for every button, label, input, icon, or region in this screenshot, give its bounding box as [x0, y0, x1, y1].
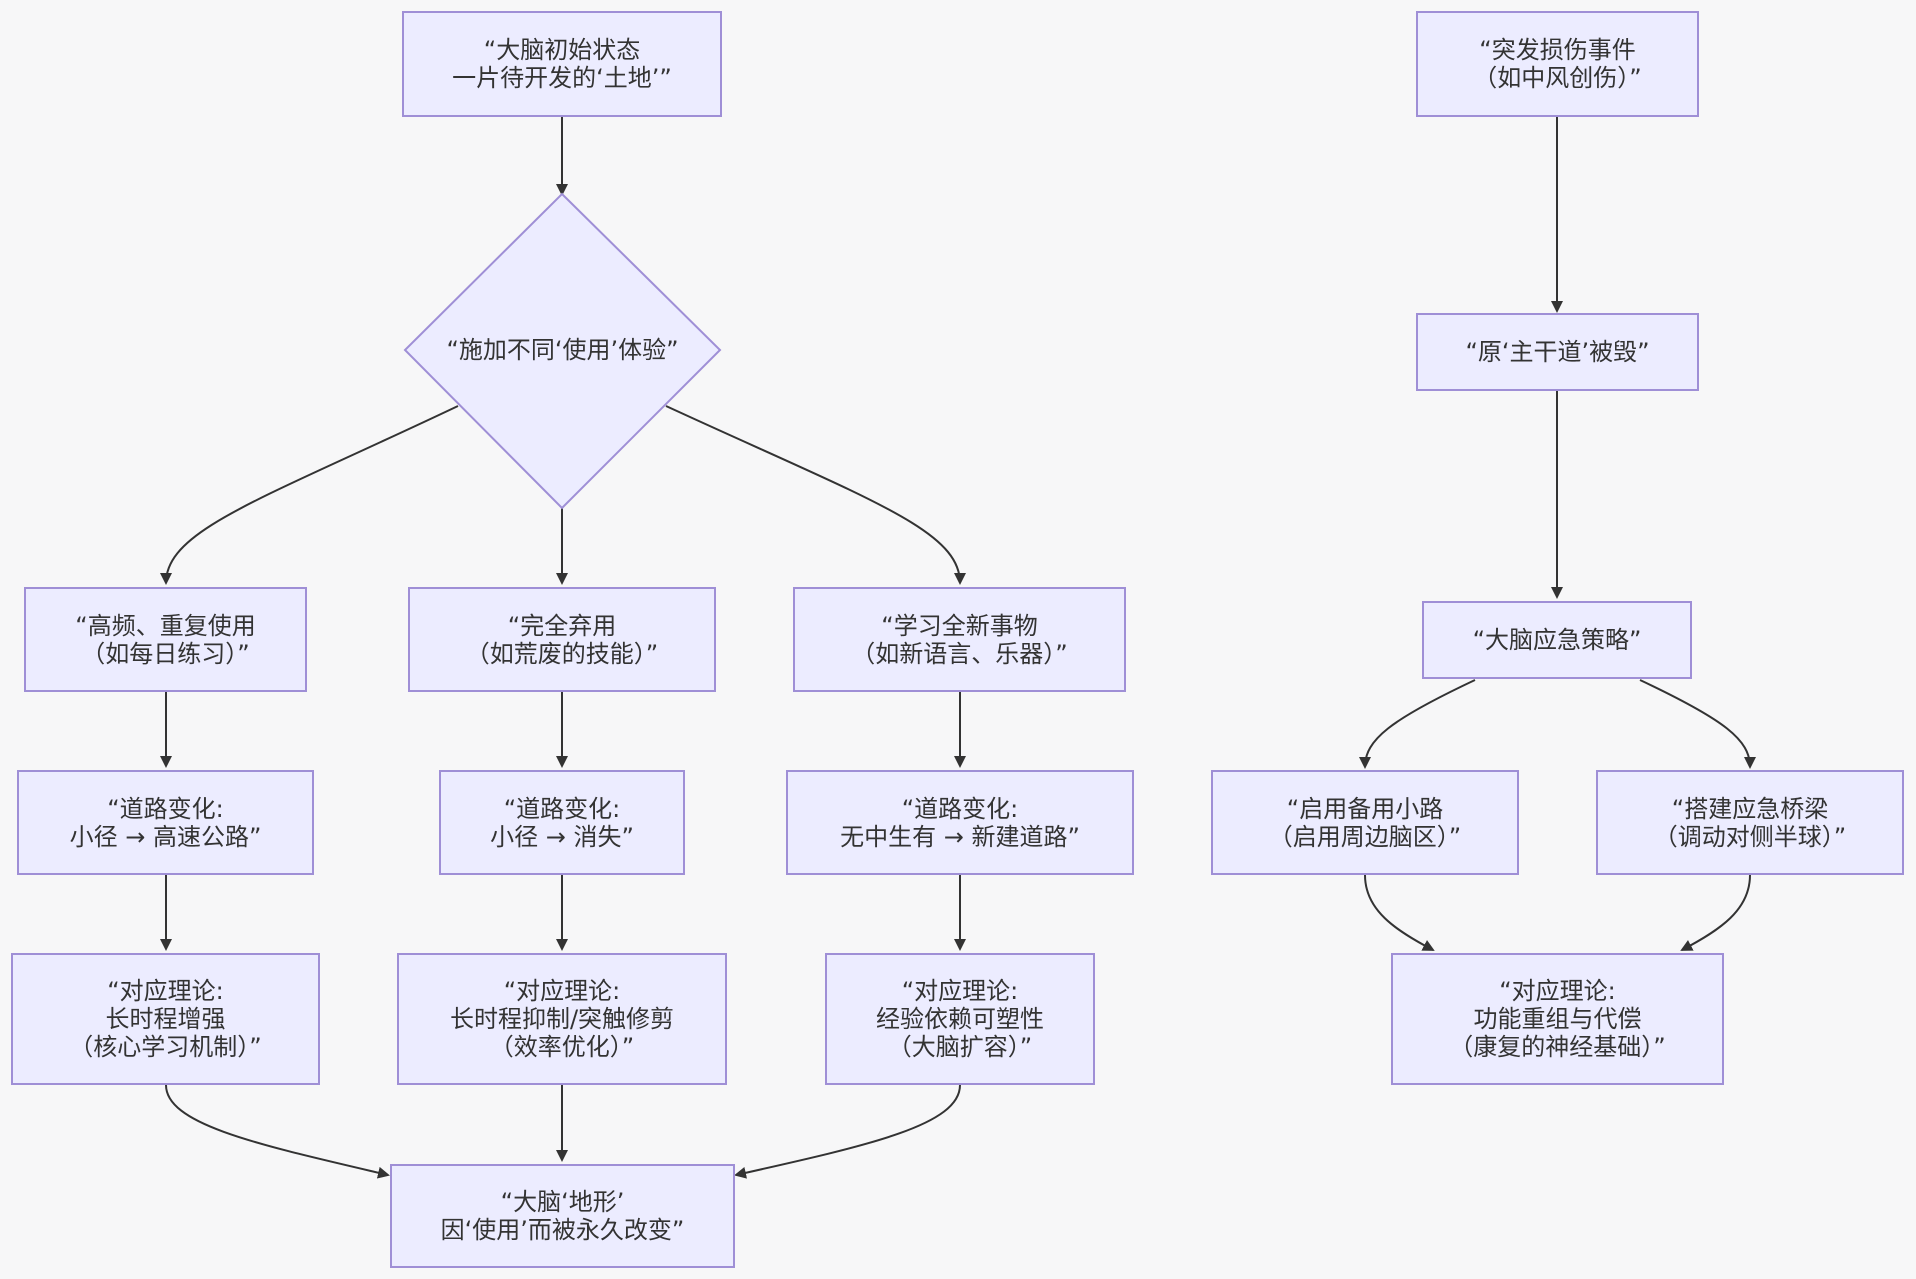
node-injury-event: “突发损伤事件 （如中风创伤）” — [1416, 11, 1699, 117]
node-theory-reorganization: “对应理论: 功能重组与代偿 （康复的神经基础）” — [1391, 953, 1724, 1085]
node-theory-experience: “对应理论: 经验依赖可塑性 （大脑扩容）” — [825, 953, 1095, 1085]
node-text: 长时程抑制/突触修剪 — [449, 1005, 675, 1033]
node-text: “原‘主干道’被毁” — [1465, 338, 1650, 366]
node-text: 长时程增强 — [105, 1005, 226, 1033]
node-text: （启用周边脑区）” — [1268, 822, 1462, 851]
node-text: “学习全新事物 — [881, 611, 1038, 640]
decision-diamond — [403, 192, 722, 510]
node-text: “对应理论: — [1499, 977, 1616, 1005]
edge-emergency-backup — [1359, 679, 1476, 769]
node-text: （核心学习机制）” — [69, 1033, 262, 1061]
node-text: （康复的神经基础）” — [1449, 1033, 1666, 1061]
node-emergency-bridge: “搭建应急桥梁 （调动对侧半球）” — [1596, 770, 1904, 875]
node-theory-ltd: “对应理论: 长时程抑制/突触修剪 （效率优化）” — [397, 953, 727, 1085]
node-text: “道路变化: — [107, 794, 224, 823]
node-text: “启用备用小路 — [1286, 794, 1444, 823]
node-text: （调动对侧半球）” — [1653, 822, 1847, 851]
node-text: （如新语言、乐器）” — [851, 639, 1068, 668]
node-text: “搭建应急桥梁 — [1671, 794, 1829, 823]
node-backup-path: “启用备用小路 （启用周边脑区）” — [1211, 770, 1519, 875]
edge-ltp-result — [165, 1084, 390, 1179]
node-text: “对应理论: — [503, 977, 621, 1005]
node-road-highway: “道路变化: 小径 → 高速公路” — [17, 770, 314, 875]
node-result-terrain: “大脑‘地形’ 因‘使用’而被永久改变” — [390, 1164, 735, 1268]
edge-decision-learnnew — [665, 405, 966, 585]
node-decision-label: “施加不同‘使用’体验” — [405, 336, 720, 364]
node-text: 功能重组与代偿 — [1473, 1005, 1642, 1033]
node-text: “施加不同‘使用’体验” — [446, 336, 679, 364]
edge-emergency-bridge — [1639, 679, 1756, 769]
edge-decision-highfreq — [160, 405, 459, 585]
node-text: “对应理论: — [107, 977, 224, 1005]
node-text: “突发损伤事件 — [1479, 36, 1636, 64]
node-road-vanish: “道路变化: 小径 → 消失” — [439, 770, 685, 875]
node-text: “道路变化: — [901, 794, 1019, 823]
node-text: （如每日练习）” — [81, 639, 250, 668]
node-text: 无中生有 → 新建道路” — [840, 822, 1080, 851]
node-learn-new: “学习全新事物 （如新语言、乐器）” — [793, 587, 1126, 692]
node-text: “完全弃用 — [507, 611, 617, 640]
edge-bridge-reorg — [1680, 874, 1751, 951]
edge-backup-reorg — [1364, 874, 1435, 951]
node-text: “大脑应急策略” — [1472, 626, 1642, 654]
node-road-destroyed: “原‘主干道’被毁” — [1416, 313, 1699, 391]
node-text: “大脑初始状态 — [483, 36, 641, 64]
node-text: （如中风创伤）” — [1473, 64, 1642, 92]
node-road-new: “道路变化: 无中生有 → 新建道路” — [786, 770, 1134, 875]
node-text: 小径 → 高速公路” — [69, 822, 262, 851]
node-text: “道路变化: — [503, 794, 621, 823]
node-text: 经验依赖可塑性 — [876, 1005, 1044, 1033]
node-text: （效率优化）” — [489, 1033, 635, 1061]
node-text: “对应理论: — [901, 977, 1019, 1005]
node-text: “大脑‘地形’ — [500, 1188, 625, 1216]
node-text: （大脑扩容）” — [887, 1033, 1033, 1061]
node-text: 因‘使用’而被永久改变” — [440, 1216, 685, 1244]
edge-exp-result — [734, 1084, 961, 1179]
node-high-frequency-use: “高频、重复使用 （如每日练习）” — [24, 587, 307, 692]
node-initial-state: “大脑初始状态 一片待开发的‘土地’” — [402, 11, 722, 117]
node-theory-ltp: “对应理论: 长时程增强 （核心学习机制）” — [11, 953, 320, 1085]
node-text: 一片待开发的‘土地’” — [452, 64, 672, 92]
node-complete-abandon: “完全弃用 （如荒废的技能）” — [408, 587, 716, 692]
node-text: （如荒废的技能）” — [465, 639, 659, 668]
node-text: “高频、重复使用 — [75, 611, 256, 640]
node-text: 小径 → 消失” — [490, 822, 634, 851]
node-emergency-strategy: “大脑应急策略” — [1422, 601, 1692, 679]
